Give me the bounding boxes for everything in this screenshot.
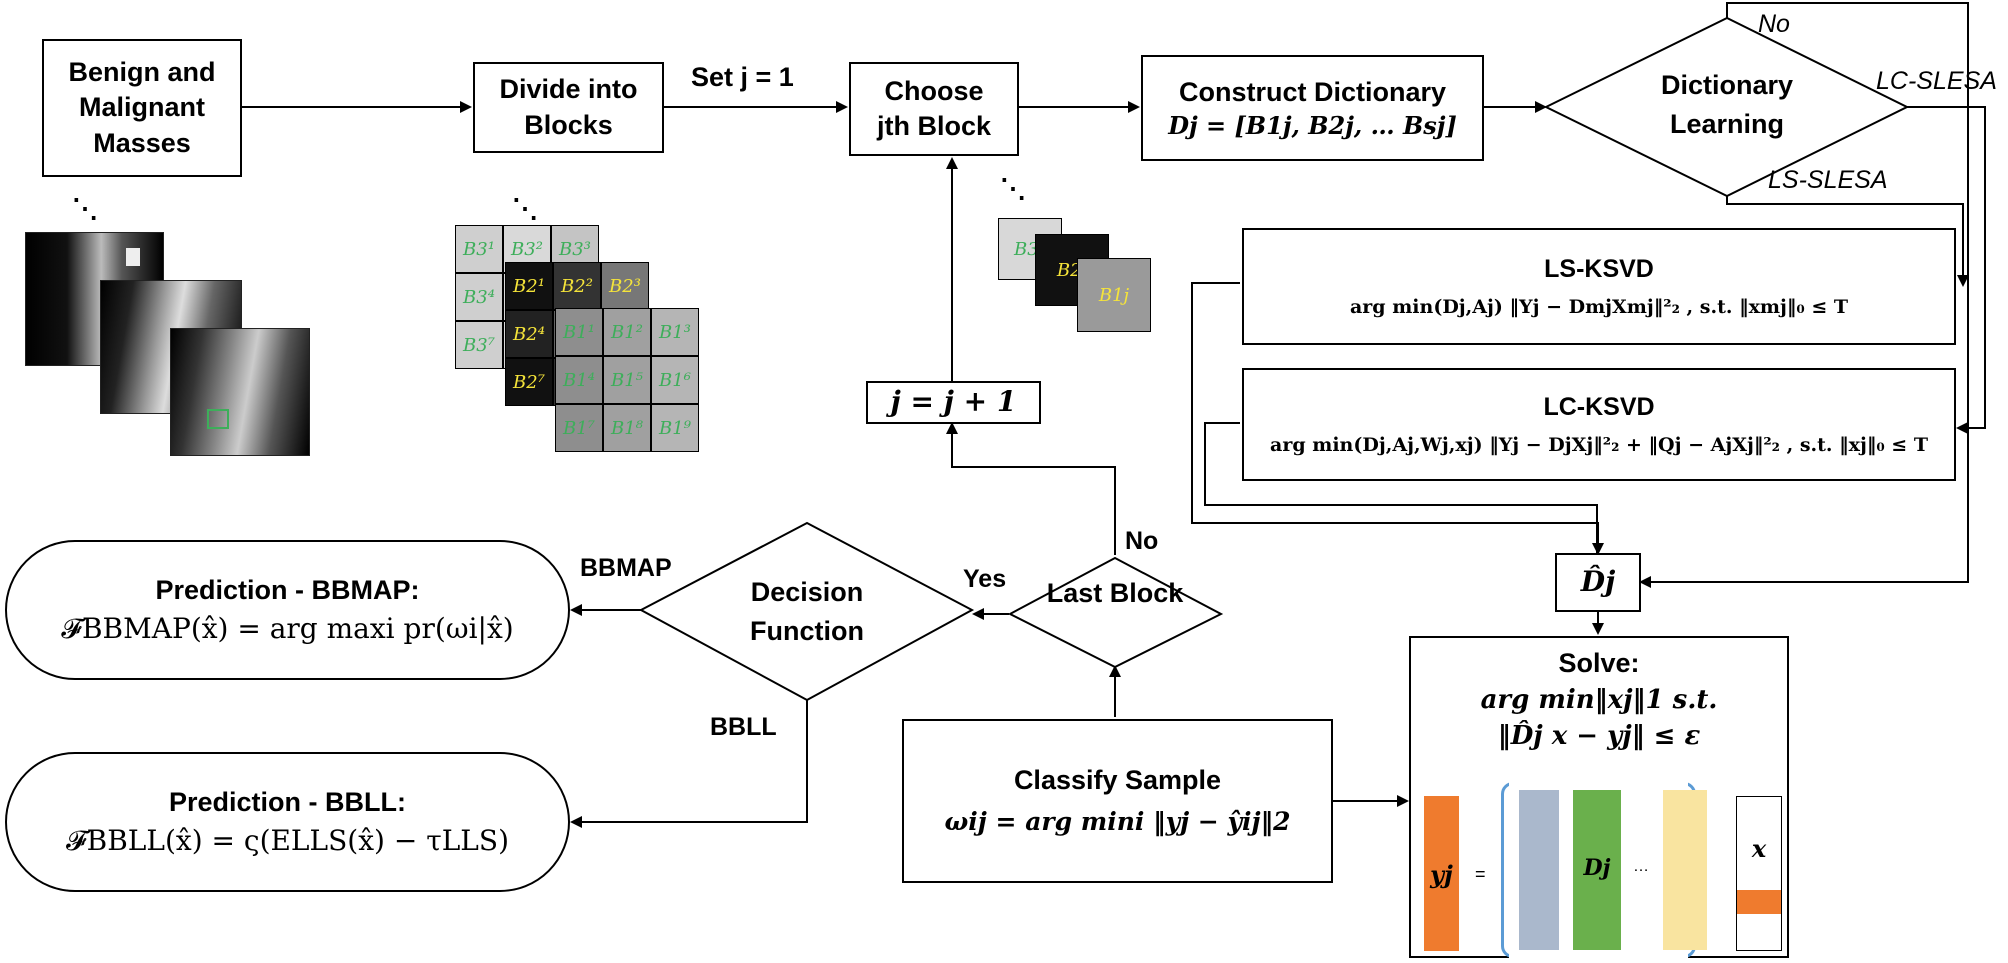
- tile-middle-2: B2²: [553, 262, 601, 310]
- atom-column-1: [1519, 790, 1559, 950]
- set-j-label: Set j = 1: [691, 62, 794, 92]
- prediction-bbmap-title: Prediction - BBMAP:: [155, 574, 420, 605]
- lc-ksvd-box: LC-KSVD arg min(Dj,Aj,Wj,xj) ‖Yj − DjXj‖…: [1242, 368, 1956, 481]
- ls-ksvd-title: LS-KSVD: [1544, 254, 1654, 283]
- classify-box: Classify Sample ωij = arg mini ‖yj − ŷij…: [902, 719, 1333, 883]
- decision-function-diamond: [638, 521, 975, 702]
- dictionary-learning-diamond: [1543, 16, 1910, 198]
- prediction-bbll-title: Prediction - BBLL:: [169, 786, 406, 817]
- choose-box: Choose jth Block: [849, 62, 1019, 156]
- no-top-label: No: [1758, 10, 1790, 38]
- image-marker: [126, 248, 140, 266]
- increment-box: j = j + 1: [866, 381, 1041, 424]
- arrow-no-to-dhat: [1639, 2, 1969, 588]
- dhat-text: D̂j: [1580, 565, 1616, 599]
- tile-front-5: B1⁵: [603, 356, 651, 404]
- prediction-bbmap-pill: Prediction - BBMAP: 𝓕BBMAP(x̂) = arg max…: [5, 540, 570, 680]
- y-vector-label: yj: [1430, 860, 1453, 889]
- blocks-dots: ⋱: [1000, 173, 1026, 203]
- yes-label: Yes: [963, 565, 1007, 593]
- tile-back-7: B3⁷: [455, 321, 503, 369]
- last-block-text: Last Block: [1046, 578, 1184, 608]
- arrow-lc-ksvd-to-dhat: [1204, 422, 1598, 553]
- solve-line1: arg min‖xj‖1 s.t.: [1480, 685, 1718, 715]
- masses-box: Benign and Malignant Masses: [42, 39, 242, 177]
- column-ellipsis: …: [1633, 858, 1649, 875]
- no-mid-label: No: [1125, 527, 1159, 555]
- dict-label: Dj: [1583, 855, 1611, 881]
- masses-text: Benign and Malignant Masses: [68, 57, 216, 158]
- tile-front-3: B1³: [651, 308, 699, 356]
- choose-text: Choose jth Block: [876, 75, 991, 141]
- lc-slesa-label: LC-SLESA: [1876, 67, 1997, 95]
- prediction-bbll-formula: 𝓕BBLL(x̂) = ς(ELLS(x̂) − τLLS): [65, 823, 509, 857]
- x-vector: [1736, 796, 1782, 951]
- solve-box: Solve: arg min‖xj‖1 s.t. ‖D̂j x − yj‖ ≤ …: [1409, 636, 1789, 963]
- tile-back-4: B3⁴: [455, 273, 503, 321]
- arrow-ls-slesa: [1726, 196, 1969, 287]
- tile-middle-4: B2⁴: [505, 310, 553, 358]
- tile-front-8: B1⁸: [603, 404, 651, 452]
- tile-front-4: B1⁴: [555, 356, 603, 404]
- lc-ksvd-formula: arg min(Dj,Aj,Wj,xj) ‖Yj − DjXj‖²₂ + ‖Qj…: [1270, 434, 1928, 457]
- equals-sign: =: [1475, 864, 1486, 884]
- prediction-bbmap-formula: 𝓕BBMAP(x̂) = arg maxi pr(ωi|x̂): [61, 611, 514, 645]
- construct-formula: Dj = [B1j, B2j, … Bsj]: [1168, 110, 1457, 140]
- mammogram-image-3: [170, 328, 310, 456]
- x-vector-label: x: [1751, 834, 1767, 863]
- tiles-dots: ⋱: [512, 193, 538, 223]
- bbll-label: BBLL: [710, 713, 777, 741]
- dictionary-learning-text: Dictionary Learning: [1660, 70, 1794, 140]
- tile-front-2: B1²: [603, 308, 651, 356]
- roi-marker: [207, 409, 229, 429]
- tile-middle-1: B2¹: [505, 262, 553, 310]
- atom-column-3: [1663, 790, 1707, 950]
- classify-formula: ωij = arg mini ‖yj − ŷij‖2: [944, 807, 1291, 837]
- dhat-box: D̂j: [1555, 553, 1641, 612]
- classify-title: Classify Sample: [1013, 765, 1222, 796]
- x-sparse-entry: [1737, 890, 1781, 914]
- bbmap-label: BBMAP: [580, 554, 672, 582]
- solve-title: Solve:: [1558, 648, 1640, 678]
- mammogram-dots: ⋱: [72, 193, 98, 223]
- tile-front-9: B1⁹: [651, 404, 699, 452]
- tile-middle-3: B2³: [601, 262, 649, 310]
- decision-function-text: Decision Function: [750, 577, 864, 647]
- arrow-decision-to-bbll: [570, 700, 808, 828]
- construct-box: Construct Dictionary Dj = [B1j, B2j, … B…: [1141, 55, 1484, 161]
- ls-ksvd-formula: arg min(Dj,Aj) ‖Yj − DmjXmj‖²₂ , s.t. ‖x…: [1349, 296, 1849, 319]
- increment-text: j = j + 1: [890, 385, 1017, 419]
- y-vector: [1424, 796, 1459, 951]
- tile-front-7: B1⁷: [555, 404, 603, 452]
- tile-middle-7: B2⁷: [505, 358, 553, 406]
- construct-title: Construct Dictionary: [1178, 76, 1447, 107]
- tile-front-6: B1⁶: [651, 356, 699, 404]
- divide-text: Divide into Blocks: [499, 74, 638, 140]
- atom-column-2: [1573, 790, 1621, 950]
- solve-line2: ‖D̂j x − yj‖ ≤ ε: [1497, 721, 1701, 751]
- ls-slesa-label: LS-SLESA: [1768, 166, 1888, 194]
- last-block-diamond: [1007, 556, 1224, 669]
- prediction-bbll-pill: Prediction - BBLL: 𝓕BBLL(x̂) = ς(ELLS(x̂…: [5, 752, 570, 892]
- ls-ksvd-box: LS-KSVD arg min(Dj,Aj) ‖Yj − DmjXmj‖²₂ ,…: [1242, 228, 1956, 345]
- tile-front-1: B1¹: [555, 308, 603, 356]
- lc-ksvd-title: LC-KSVD: [1543, 392, 1655, 421]
- arrow-lc-slesa: [1907, 106, 1986, 434]
- divide-box: Divide into Blocks: [473, 62, 664, 153]
- arrow-lastblock-to-increment: [946, 422, 1116, 555]
- tile-back-1: B3¹: [455, 225, 503, 273]
- block-stack-front: B1j: [1077, 258, 1151, 332]
